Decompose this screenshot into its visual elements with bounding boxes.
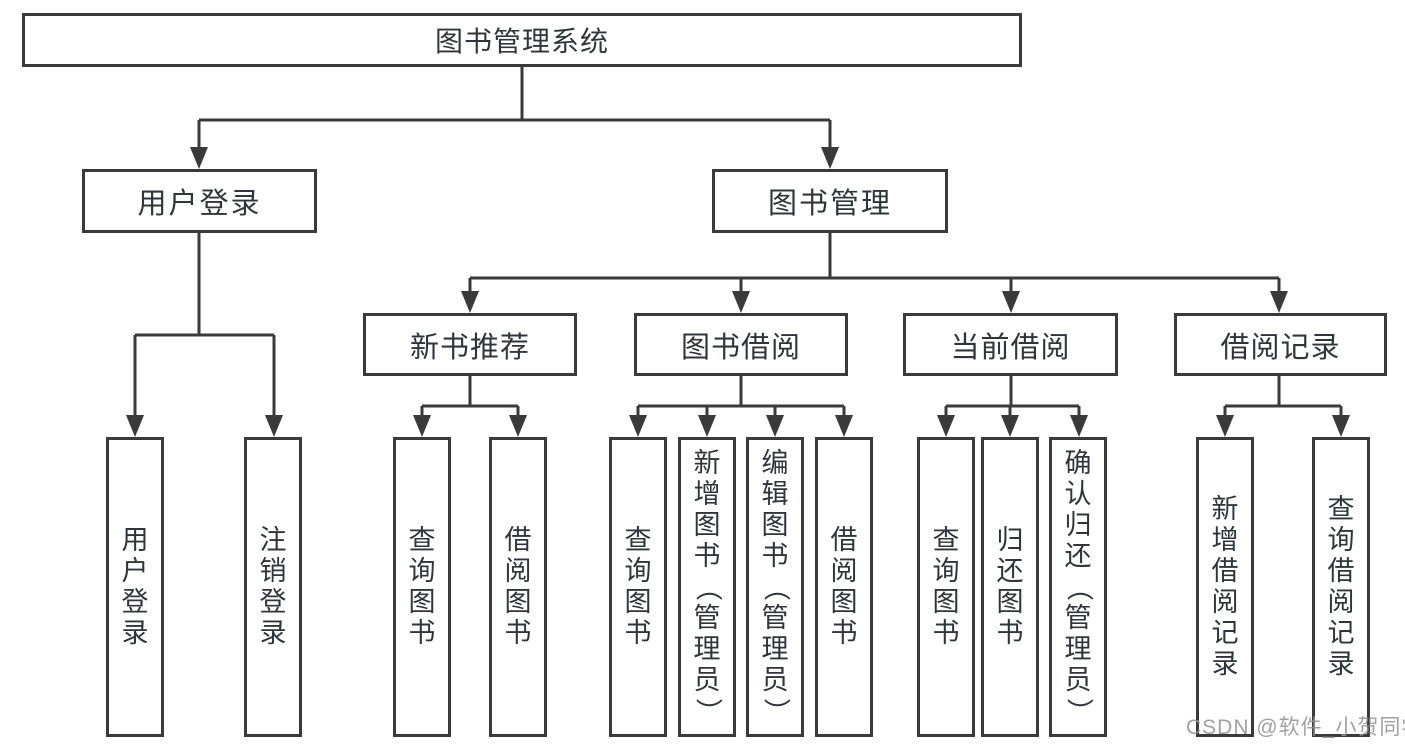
node-book-borrow-label: 图书借阅: [680, 331, 801, 364]
leaf-return-books: 归还图书: [981, 437, 1039, 737]
node-book-management-label: 图书管理: [767, 188, 892, 220]
leaf-add-borrow-record: 新增借阅记录: [1196, 437, 1254, 737]
leaf-query-borrow-record: 查询借阅记录: [1312, 437, 1370, 737]
node-new-book-recommend: 新书推荐: [363, 313, 577, 376]
node-user-login: 用户登录: [82, 169, 317, 233]
leaf-borrow-books-recommend: 借阅图书: [489, 437, 547, 737]
leaf-user-login: 用户登录: [106, 437, 164, 737]
node-borrow-records-label: 借阅记录: [1220, 331, 1341, 364]
node-current-borrow-label: 当前借阅: [950, 331, 1071, 364]
node-root-label: 图书管理系统: [434, 26, 609, 57]
watermark: CSDN @软件_小贺同学: [1186, 716, 1405, 739]
node-current-borrow: 当前借阅: [903, 313, 1118, 376]
leaf-query-books-current: 查询图书: [917, 437, 975, 737]
leaf-logout: 注销登录: [244, 437, 302, 737]
leaf-confirm-return-admin: 确认归还（管理员）: [1049, 437, 1107, 737]
node-new-book-recommend-label: 新书推荐: [409, 331, 530, 364]
leaf-query-books-borrow: 查询图书: [609, 437, 667, 737]
node-user-login-label: 用户登录: [137, 188, 262, 220]
connector-paths: [133, 67, 1343, 418]
leaf-edit-books-admin: 编辑图书（管理员）: [746, 437, 804, 737]
node-book-borrow: 图书借阅: [634, 313, 848, 376]
connector-arrowheads: [126, 147, 1350, 437]
node-root: 图书管理系统: [22, 13, 1022, 67]
node-borrow-records: 借阅记录: [1174, 313, 1387, 376]
node-book-management: 图书管理: [712, 169, 948, 233]
leaf-query-books-recommend: 查询图书: [393, 437, 451, 737]
leaf-add-books-admin: 新增图书（管理员）: [678, 437, 736, 737]
leaf-borrow-books-borrow: 借阅图书: [815, 437, 873, 737]
